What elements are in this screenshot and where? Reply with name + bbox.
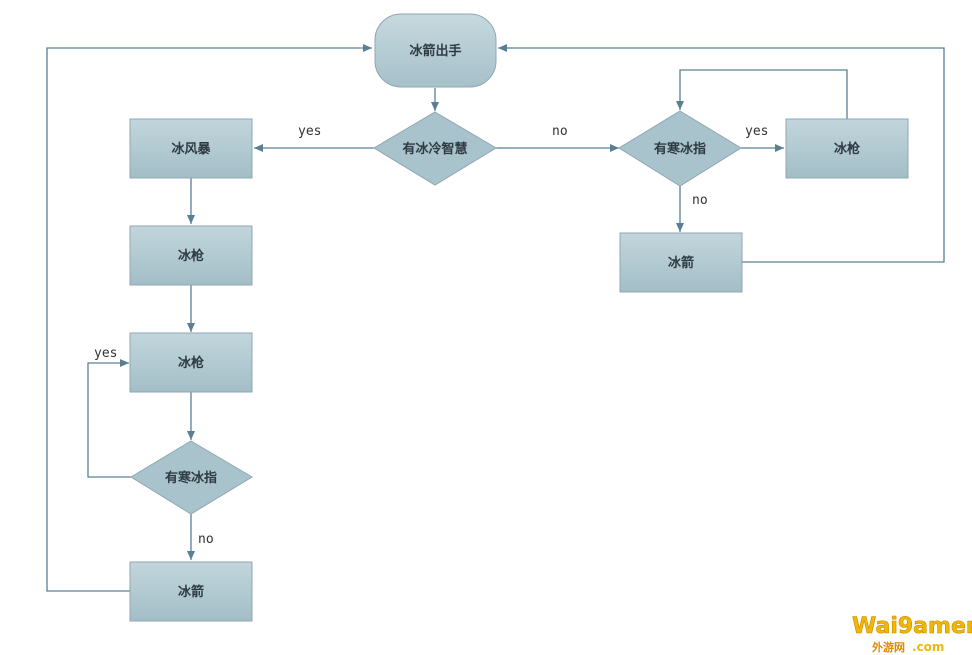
node-left-bolt-label: 冰箭 [178,584,204,600]
node-decision-wisdom-label: 有冰冷智慧 [402,141,467,157]
node-right-bolt-label: 冰箭 [668,255,694,271]
watermark-brand: Wai9amer [852,614,972,639]
label-wisdom-no: no [552,124,568,139]
node-right-lance: 冰枪 [785,118,909,179]
node-left-lance-2: 冰枪 [129,332,253,393]
node-start-label: 冰箭出手 [409,43,461,59]
node-left-bolt: 冰箭 [129,561,253,622]
label-right-fingers-yes: yes [745,124,768,139]
label-left-fingers-yes: yes [94,346,117,361]
node-left-blizzard-label: 冰风暴 [171,141,211,157]
watermark-logo: Wai9amer 外游网 .com [852,614,972,654]
watermark-sub-cn: 外游网 [871,640,905,654]
edge-right-bolt-to-start [498,44,945,263]
node-left-lance-2-label: 冰枪 [178,355,204,371]
node-left-lance-1-label: 冰枪 [178,248,204,264]
node-right-fingers-label: 有寒冰指 [654,141,706,157]
node-start: 冰箭出手 [374,13,497,88]
edge-labels: yes no yes no yes no [94,124,768,547]
node-right-lance-label: 冰枪 [834,141,860,157]
nodes: 冰箭出手 有冰冷智慧 冰风暴 冰枪 冰枪 有寒冰指 冰箭 [129,13,909,622]
edge-left-bolt-to-start [46,44,372,592]
node-right-fingers: 有寒冰指 [618,110,742,187]
label-left-fingers-no: no [198,532,214,547]
label-right-fingers-no: no [692,193,708,208]
watermark-sub-domain: .com [912,640,944,654]
node-right-bolt: 冰箭 [619,232,743,293]
node-left-fingers-label: 有寒冰指 [165,470,217,486]
edge-left-fingers-yes-loop [87,359,131,478]
node-left-blizzard: 冰风暴 [129,118,253,179]
node-left-fingers: 有寒冰指 [130,440,253,515]
node-decision-wisdom: 有冰冷智慧 [373,111,497,186]
label-wisdom-yes: yes [298,124,321,139]
node-left-lance-1: 冰枪 [129,225,253,286]
edge-right-lance-loop [676,69,848,119]
edges [46,44,945,592]
